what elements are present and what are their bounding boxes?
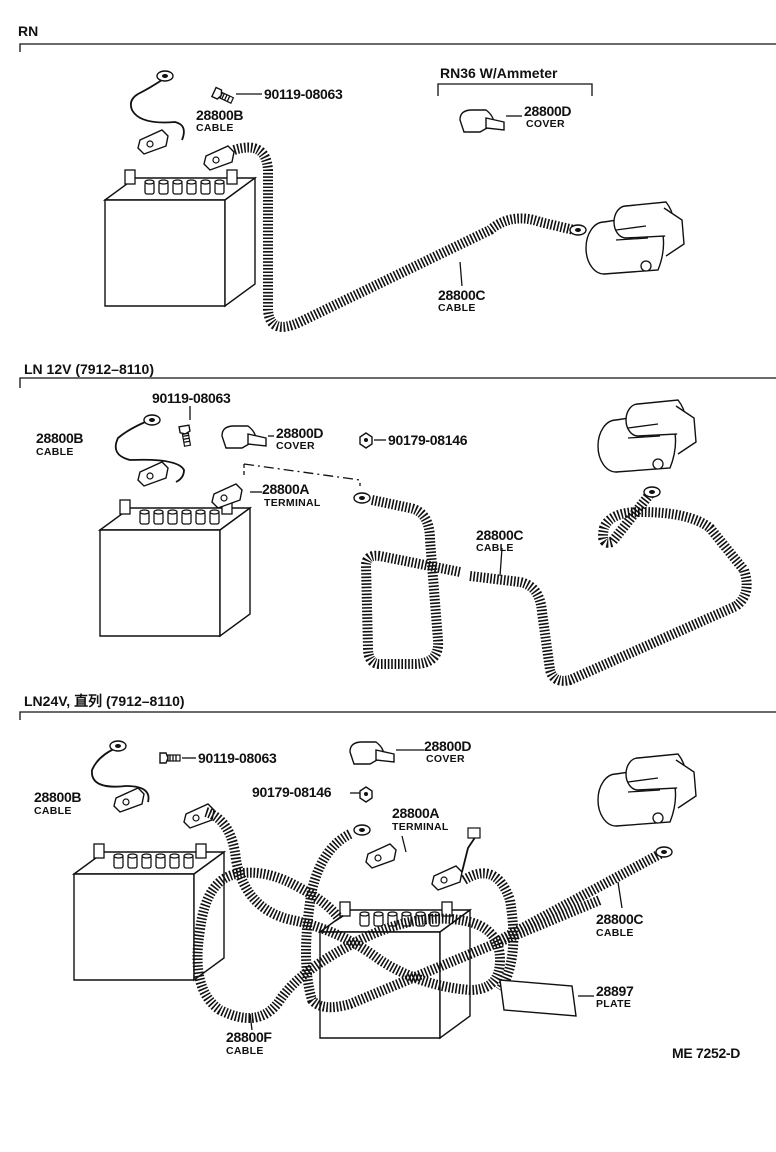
section-title-rn: RN [18,23,38,39]
ring-terminal-icon [353,824,371,836]
cable-28800c [497,849,663,945]
label-cable: CABLE [34,805,72,817]
battery-icon [104,169,256,307]
label-28800a: 28800A [262,481,309,497]
cable-28800b [129,77,185,141]
label-28897: 28897 [596,983,634,999]
label-cover: COVER [526,118,565,130]
label-cover: COVER [426,753,465,765]
label-28800c: 28800C [438,287,485,303]
dashed-guide [243,463,361,486]
label-cable: CABLE [226,1045,264,1057]
battery-terminal-icon [113,787,145,813]
battery-terminal-icon [203,145,235,171]
label-28800c: 28800C [476,527,523,543]
label-28800d: 28800D [424,738,471,754]
ring-terminal-icon [353,492,371,504]
terminal-cover-icon [459,109,505,133]
ring-terminal-icon [109,740,127,752]
subgroup-title: RN36 W/Ammeter [440,65,558,81]
terminal-cover-icon [349,741,395,765]
ring-terminal-icon [569,224,587,236]
ring-terminal-icon [143,414,161,426]
label-cable: CABLE [596,927,634,939]
battery-terminal-icon [137,461,169,487]
battery-terminal-icon [431,865,463,891]
starter-motor-icon [597,399,697,473]
section-title-ln-12v: LN 12V (7912–8110) [24,361,154,377]
label-cable: CABLE [36,446,74,458]
bolt-icon [159,752,181,764]
cable-28800c [461,868,519,993]
cable-28800c [360,495,461,669]
battery-terminal-icon [211,483,243,509]
label-28800c: 28800C [596,911,643,927]
label-28800d: 28800D [524,103,571,119]
cable-28800c [232,142,576,332]
cable-28800c [301,829,602,1013]
leader-line [401,835,407,853]
cable-28800c [469,490,752,686]
label-90179-08146: 90179-08146 [252,784,332,800]
starter-motor-icon [585,201,685,275]
battery-icon [99,499,251,637]
nut-icon [359,786,373,803]
nut-icon [359,432,373,449]
leader-line [459,261,463,287]
label-cover: COVER [276,440,315,452]
battery-terminal-icon [365,843,397,869]
label-90179-08146: 90179-08146 [388,432,468,448]
plate-icon [499,979,577,1017]
section-ln-24v: LN24V, 直列 (7912–8110) 28800B CABLE 90119… [19,693,776,1061]
ring-terminal-icon [655,846,673,858]
section-divider [19,711,776,720]
label-plate: PLATE [596,998,631,1010]
section-rn: RN 90119-08063 28800B CABLE 28800C CABLE… [18,23,776,332]
cable-28800b [114,419,185,483]
section-divider [19,43,776,52]
cable-28800b [91,747,150,803]
label-28800b: 28800B [34,789,81,805]
label-terminal: TERMINAL [392,821,449,833]
ring-terminal-icon [156,70,174,82]
label-cable: CABLE [476,542,514,554]
section-title-ln-24v: LN24V, 直列 (7912–8110) [24,693,185,709]
battery-icon [73,843,225,981]
cable-short-lead [461,835,477,873]
section-divider [19,377,776,388]
label-cable: CABLE [438,302,476,314]
battery-terminal-icon [137,129,169,155]
label-90119-08063: 90119-08063 [198,750,277,766]
starter-motor-icon [597,753,697,827]
label-cable: CABLE [196,122,234,134]
bolt-icon [178,424,194,448]
label-28800d: 28800D [276,425,323,441]
bolt-icon [211,86,235,106]
connector-icon [467,827,481,839]
leader-line [249,1013,253,1031]
subgroup-bracket [437,83,593,96]
footer-code: ME 7252-D [672,1045,740,1061]
terminal-cover-icon [221,425,267,449]
section-ln-12v: LN 12V (7912–8110) 90119-08063 28800B CA… [19,361,776,686]
label-90119-08063: 90119-08063 [264,86,343,102]
label-28800b: 28800B [196,107,243,123]
label-28800f: 28800F [226,1029,272,1045]
leader-line [617,881,623,909]
ring-terminal-icon [643,486,661,498]
label-28800b: 28800B [36,430,83,446]
label-90119-08063: 90119-08063 [152,390,231,406]
leader-line [499,547,503,577]
label-28800a: 28800A [392,805,439,821]
label-terminal: TERMINAL [264,497,321,509]
